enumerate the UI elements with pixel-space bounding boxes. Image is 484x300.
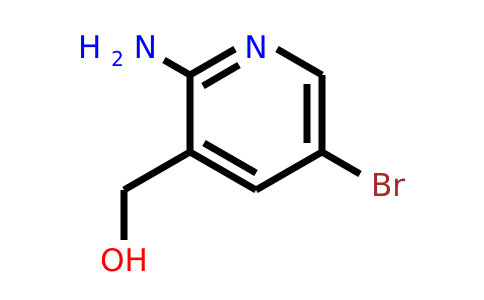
ring-nitrogen-label: N	[244, 30, 267, 66]
bromine-label: Br	[371, 168, 405, 204]
amine-n: N	[134, 30, 157, 66]
bond-c5-br	[320, 148, 362, 178]
bond-c3-ch2	[122, 148, 192, 194]
bond-c4-c3	[188, 148, 258, 194]
bond-c2-nh2	[162, 56, 192, 79]
bond-c2-n1	[188, 45, 237, 79]
bond-n1-c6	[275, 45, 324, 79]
bond-c2-n1-double	[201, 61, 241, 90]
bond-c5-c4	[254, 148, 324, 194]
hydroxyl-label: OH	[100, 243, 148, 279]
amine-subscript: 2	[111, 47, 124, 71]
amine-h: H	[78, 30, 101, 66]
amine-label: H 2 N	[78, 30, 157, 74]
bond-c4-c3-double	[202, 139, 258, 177]
